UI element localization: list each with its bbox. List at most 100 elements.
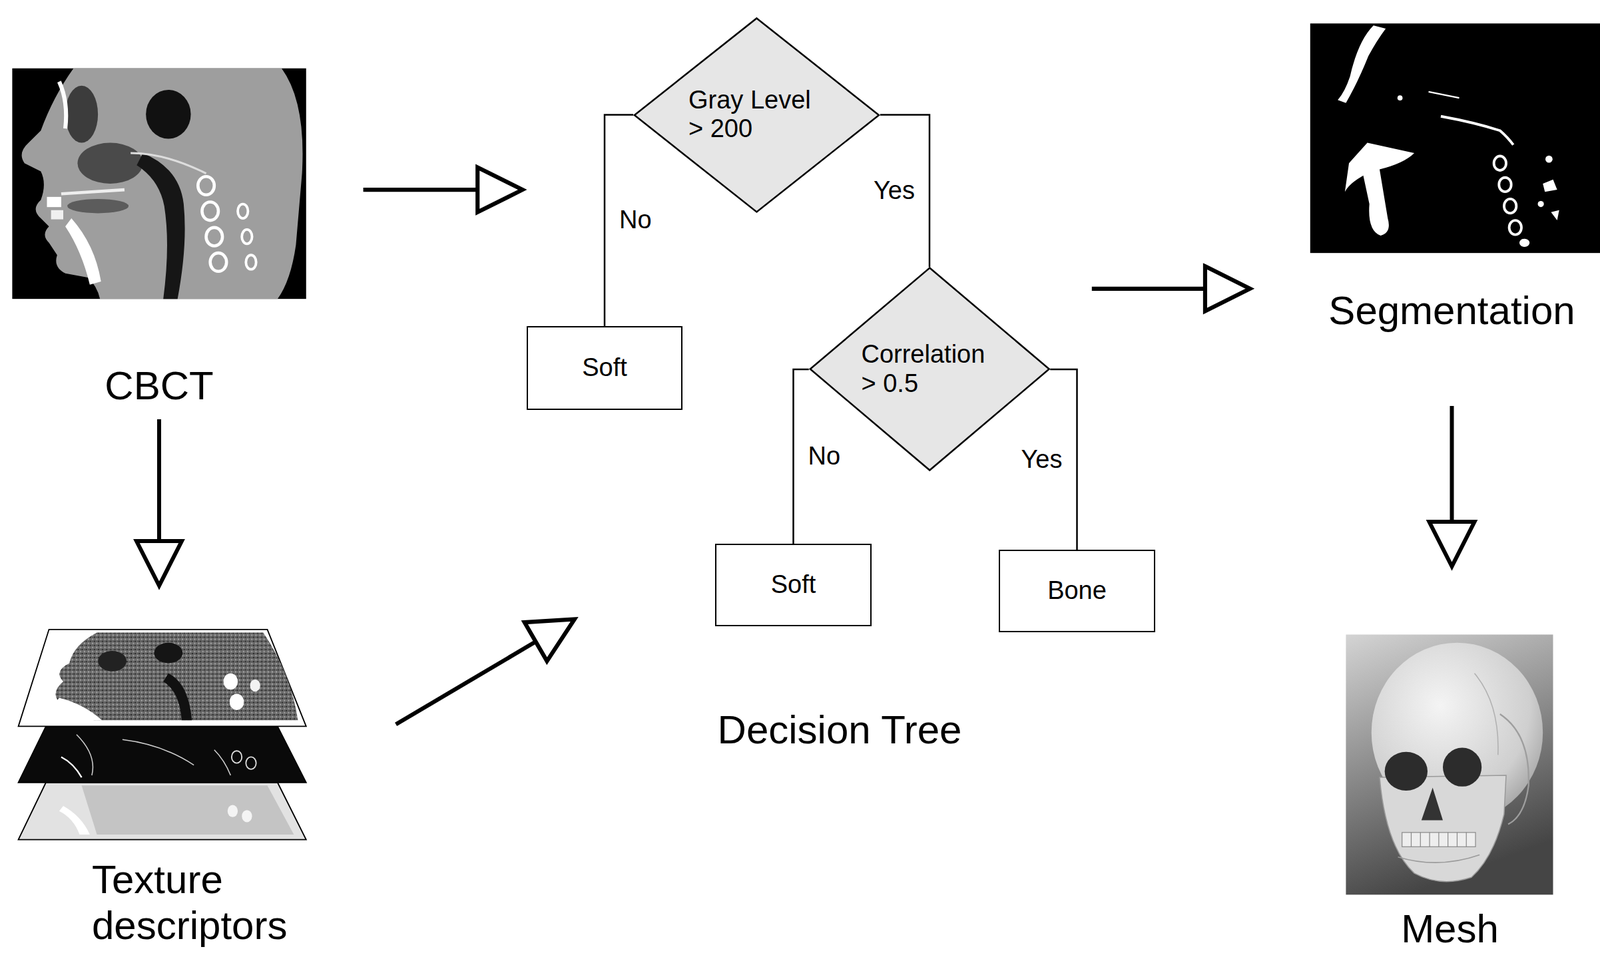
cbct-scan-part bbox=[59, 81, 66, 130]
node-text: Soft bbox=[581, 353, 628, 383]
texture-planes-part bbox=[249, 679, 260, 692]
texture-planes-part bbox=[227, 804, 238, 817]
image-caption: CBCT bbox=[104, 362, 214, 409]
diamond-outline bbox=[633, 17, 881, 214]
node-text: Bone bbox=[1047, 576, 1107, 606]
texture-planes-part bbox=[55, 632, 298, 721]
cbct-scan-part bbox=[145, 89, 191, 140]
flow-arrow-part bbox=[524, 619, 575, 662]
diamond-text-wrap: Correlation > 0.5 bbox=[860, 340, 998, 399]
diamond-outline bbox=[808, 266, 1051, 472]
skull-mesh-part bbox=[1442, 748, 1482, 788]
leaf-box: Soft bbox=[715, 543, 872, 627]
diamond-shape bbox=[810, 268, 1050, 471]
skull-mesh-part bbox=[1402, 832, 1476, 847]
texture-planes-part bbox=[231, 751, 242, 764]
leaf-box: Bone bbox=[998, 549, 1156, 633]
segmentation-image-part bbox=[1550, 210, 1559, 221]
texture-planes-part bbox=[81, 785, 295, 835]
cbct-scan-part bbox=[241, 229, 252, 244]
node-text: Gray Level > 200 bbox=[688, 85, 825, 144]
image-panel: Segmentation bbox=[1303, 23, 1600, 407]
edge-label: Yes bbox=[870, 176, 918, 206]
segmentation-image-part bbox=[1337, 25, 1386, 104]
image-panel: Mesh bbox=[1331, 566, 1569, 958]
texture-planes-part bbox=[229, 693, 244, 711]
image-caption: Mesh bbox=[1400, 906, 1499, 953]
cbct-scan-part bbox=[136, 153, 185, 299]
texture-planes-part bbox=[53, 698, 103, 722]
diamond-text-area: Correlation > 0.5 bbox=[808, 266, 1051, 472]
decision-diamond: Correlation > 0.5 bbox=[808, 266, 1051, 472]
segmentation-image-part bbox=[1542, 179, 1557, 192]
cbct-scan-part bbox=[46, 197, 61, 208]
cbct-scan bbox=[11, 68, 306, 299]
image-caption: Segmentation bbox=[1328, 287, 1575, 334]
diagram-label: Decision Tree bbox=[717, 707, 963, 754]
cbct-scan-part bbox=[201, 202, 219, 222]
segmentation-image-part bbox=[1519, 239, 1530, 248]
segmentation-image-part bbox=[1310, 23, 1600, 254]
image-caption: Texture descriptors bbox=[91, 856, 307, 949]
cbct-scan-part bbox=[65, 218, 102, 285]
connector bbox=[1429, 406, 1475, 567]
texture-planes-part bbox=[163, 673, 192, 722]
cbct-scan-part bbox=[21, 68, 303, 299]
diamond-text-wrap: Gray Level > 200 bbox=[688, 85, 825, 144]
texture-planes-part bbox=[153, 643, 183, 664]
segmentation-image-part bbox=[1498, 177, 1511, 192]
skull-mesh-part bbox=[1384, 752, 1428, 792]
diamond-shape bbox=[634, 17, 879, 212]
cbct-scan-part bbox=[61, 189, 125, 194]
cbct-scan-part bbox=[210, 253, 228, 272]
image-panel: CBCT bbox=[11, 68, 307, 420]
decision-diamond: Gray Level > 200 bbox=[633, 17, 881, 214]
segmentation-image-part bbox=[1397, 95, 1403, 101]
arrowhead bbox=[1429, 522, 1475, 567]
segmentation-image-part bbox=[1509, 220, 1522, 235]
texture-planes-part bbox=[76, 735, 231, 776]
cbct-scan-part bbox=[11, 68, 306, 299]
skull-mesh-part bbox=[1500, 714, 1529, 825]
texture-planes bbox=[18, 629, 307, 841]
diamond-text-area: Gray Level > 200 bbox=[633, 17, 881, 214]
skull-mesh-part bbox=[1410, 832, 1467, 847]
texture-planes-part bbox=[18, 726, 307, 783]
flow-arrow-part bbox=[1091, 286, 1206, 291]
flow-arrow-part bbox=[477, 167, 523, 212]
edge-label: No bbox=[805, 442, 844, 472]
texture-planes-part bbox=[97, 651, 127, 672]
edge-label: No bbox=[616, 205, 655, 236]
skull-mesh bbox=[1345, 634, 1553, 895]
flow-arrow bbox=[363, 167, 523, 212]
connector-line bbox=[1450, 406, 1455, 523]
segmentation-image-part bbox=[1545, 155, 1553, 164]
texture-planes-part bbox=[18, 629, 307, 728]
cbct-scan-part bbox=[51, 210, 64, 220]
flow-arrow-part bbox=[396, 641, 536, 725]
flow-arrow-part bbox=[1205, 266, 1250, 311]
segmentation-image-part bbox=[1494, 156, 1507, 171]
segmentation-image-part bbox=[1344, 143, 1415, 236]
texture-planes-part bbox=[18, 783, 307, 841]
texture-planes-part bbox=[61, 757, 82, 778]
segmentation-image-part bbox=[1440, 116, 1514, 146]
leaf-box: Soft bbox=[526, 326, 683, 411]
cbct-scan-part bbox=[65, 85, 98, 144]
skull-mesh-part bbox=[1398, 855, 1481, 864]
cbct-scan-part bbox=[77, 143, 143, 184]
skull-mesh-part bbox=[1345, 634, 1553, 895]
texture-planes-part bbox=[245, 757, 256, 770]
segmentation-image bbox=[1310, 23, 1600, 254]
texture-planes-part bbox=[59, 806, 90, 835]
flow-arrow bbox=[1091, 266, 1251, 311]
arrowhead bbox=[136, 541, 182, 586]
connector-line bbox=[157, 419, 162, 542]
segmentation-image-part bbox=[1428, 91, 1460, 98]
texture-planes-part bbox=[223, 673, 238, 691]
image-panel: Texture descriptors bbox=[18, 585, 307, 949]
node-text: Soft bbox=[771, 570, 817, 600]
flow-arrow bbox=[396, 619, 575, 725]
cbct-scan-part bbox=[130, 153, 206, 174]
cbct-scan-part bbox=[245, 255, 256, 269]
